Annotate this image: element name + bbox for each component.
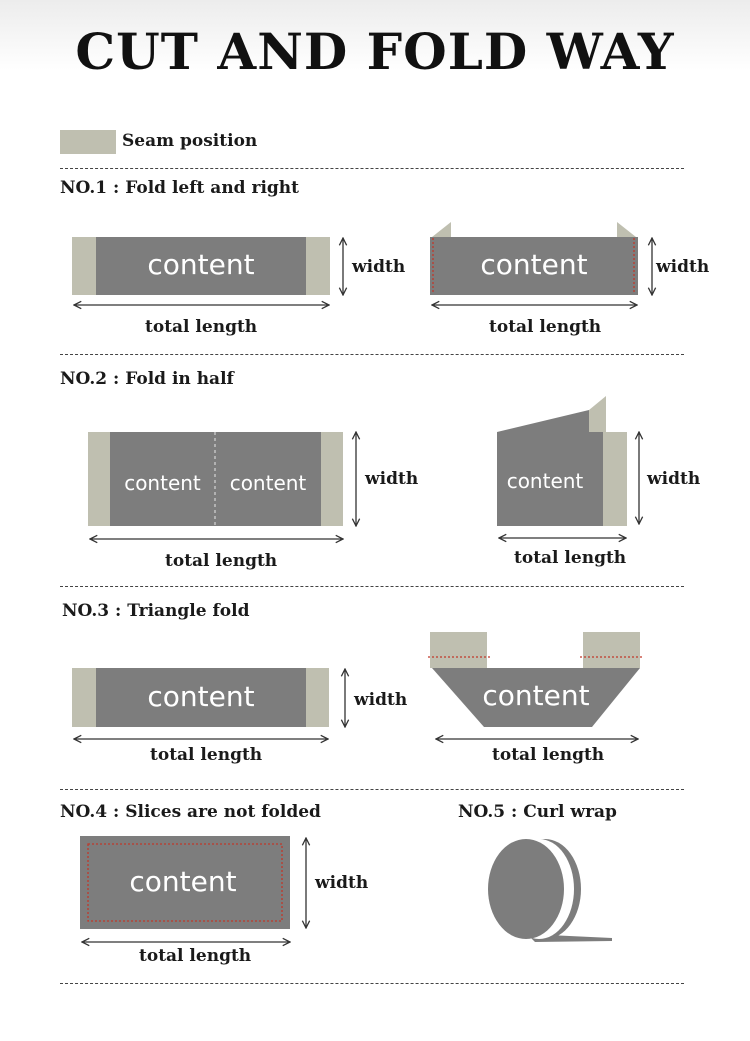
content-panel <box>497 410 603 526</box>
no3-right-diagram <box>428 632 644 739</box>
total-length-label: total length <box>145 317 258 337</box>
content-label: content <box>147 680 255 713</box>
seam-strip <box>306 668 329 727</box>
width-label: width <box>656 257 710 277</box>
content-label: content <box>129 865 237 898</box>
separator <box>60 586 684 587</box>
seam-strip <box>72 237 96 295</box>
content-label: content <box>480 248 588 281</box>
roll-front <box>488 839 564 939</box>
seam-strip <box>603 432 627 526</box>
content-label: content <box>229 471 307 495</box>
width-label: width <box>315 873 369 893</box>
no2-left-diagram <box>88 432 356 539</box>
no4-diagram <box>80 836 306 942</box>
no5-curl-diagram <box>488 839 612 942</box>
no3-left-diagram <box>72 668 345 739</box>
seam-strip <box>88 432 110 526</box>
seam-legend-label: Seam position <box>122 131 258 151</box>
seam-strip <box>321 432 343 526</box>
width-label: width <box>352 257 406 277</box>
content-panel <box>96 668 306 727</box>
separator <box>60 983 684 984</box>
separator <box>60 168 684 169</box>
total-length-label: total length <box>139 946 252 966</box>
section-title-no1: NO.1 : Fold left and right <box>60 178 300 198</box>
seam-strip <box>306 237 330 295</box>
width-label: width <box>647 469 701 489</box>
content-panel <box>432 668 640 727</box>
no1-right-diagram <box>430 222 652 305</box>
seam-legend-swatch <box>60 130 116 154</box>
width-label: width <box>354 690 408 710</box>
content-label: content <box>124 471 201 495</box>
total-length-label: total length <box>514 548 627 568</box>
content-panel <box>430 237 638 295</box>
no1-left-diagram <box>72 237 343 305</box>
no2-right-diagram <box>497 396 639 538</box>
section-title-no5: NO.5 : Curl wrap <box>458 802 617 822</box>
total-length-label: total length <box>489 317 602 337</box>
total-length-label: total length <box>492 745 605 765</box>
folded-seam-tab <box>432 222 451 237</box>
content-label: content <box>482 679 590 712</box>
seam-tab <box>583 632 640 668</box>
content-panel <box>96 237 306 295</box>
separator <box>60 789 684 790</box>
folded-seam-tab <box>589 396 606 432</box>
total-length-label: total length <box>165 551 278 571</box>
section-title-no2: NO.2 : Fold in half <box>60 369 234 389</box>
seam-strip <box>72 668 96 727</box>
section-title-no3: NO.3 : Triangle fold <box>62 601 250 621</box>
separator <box>60 354 684 355</box>
section-title-no4: NO.4 : Slices are not folded <box>60 802 321 822</box>
cut-line <box>87 843 283 922</box>
content-label: content <box>147 248 255 281</box>
total-length-label: total length <box>150 745 263 765</box>
page-title: CUT AND FOLD WAY <box>75 22 675 81</box>
width-label: width <box>365 469 419 489</box>
seam-tab <box>430 632 487 668</box>
content-label: content <box>506 469 584 493</box>
folded-seam-tab <box>617 222 636 237</box>
content-panel <box>80 836 290 929</box>
